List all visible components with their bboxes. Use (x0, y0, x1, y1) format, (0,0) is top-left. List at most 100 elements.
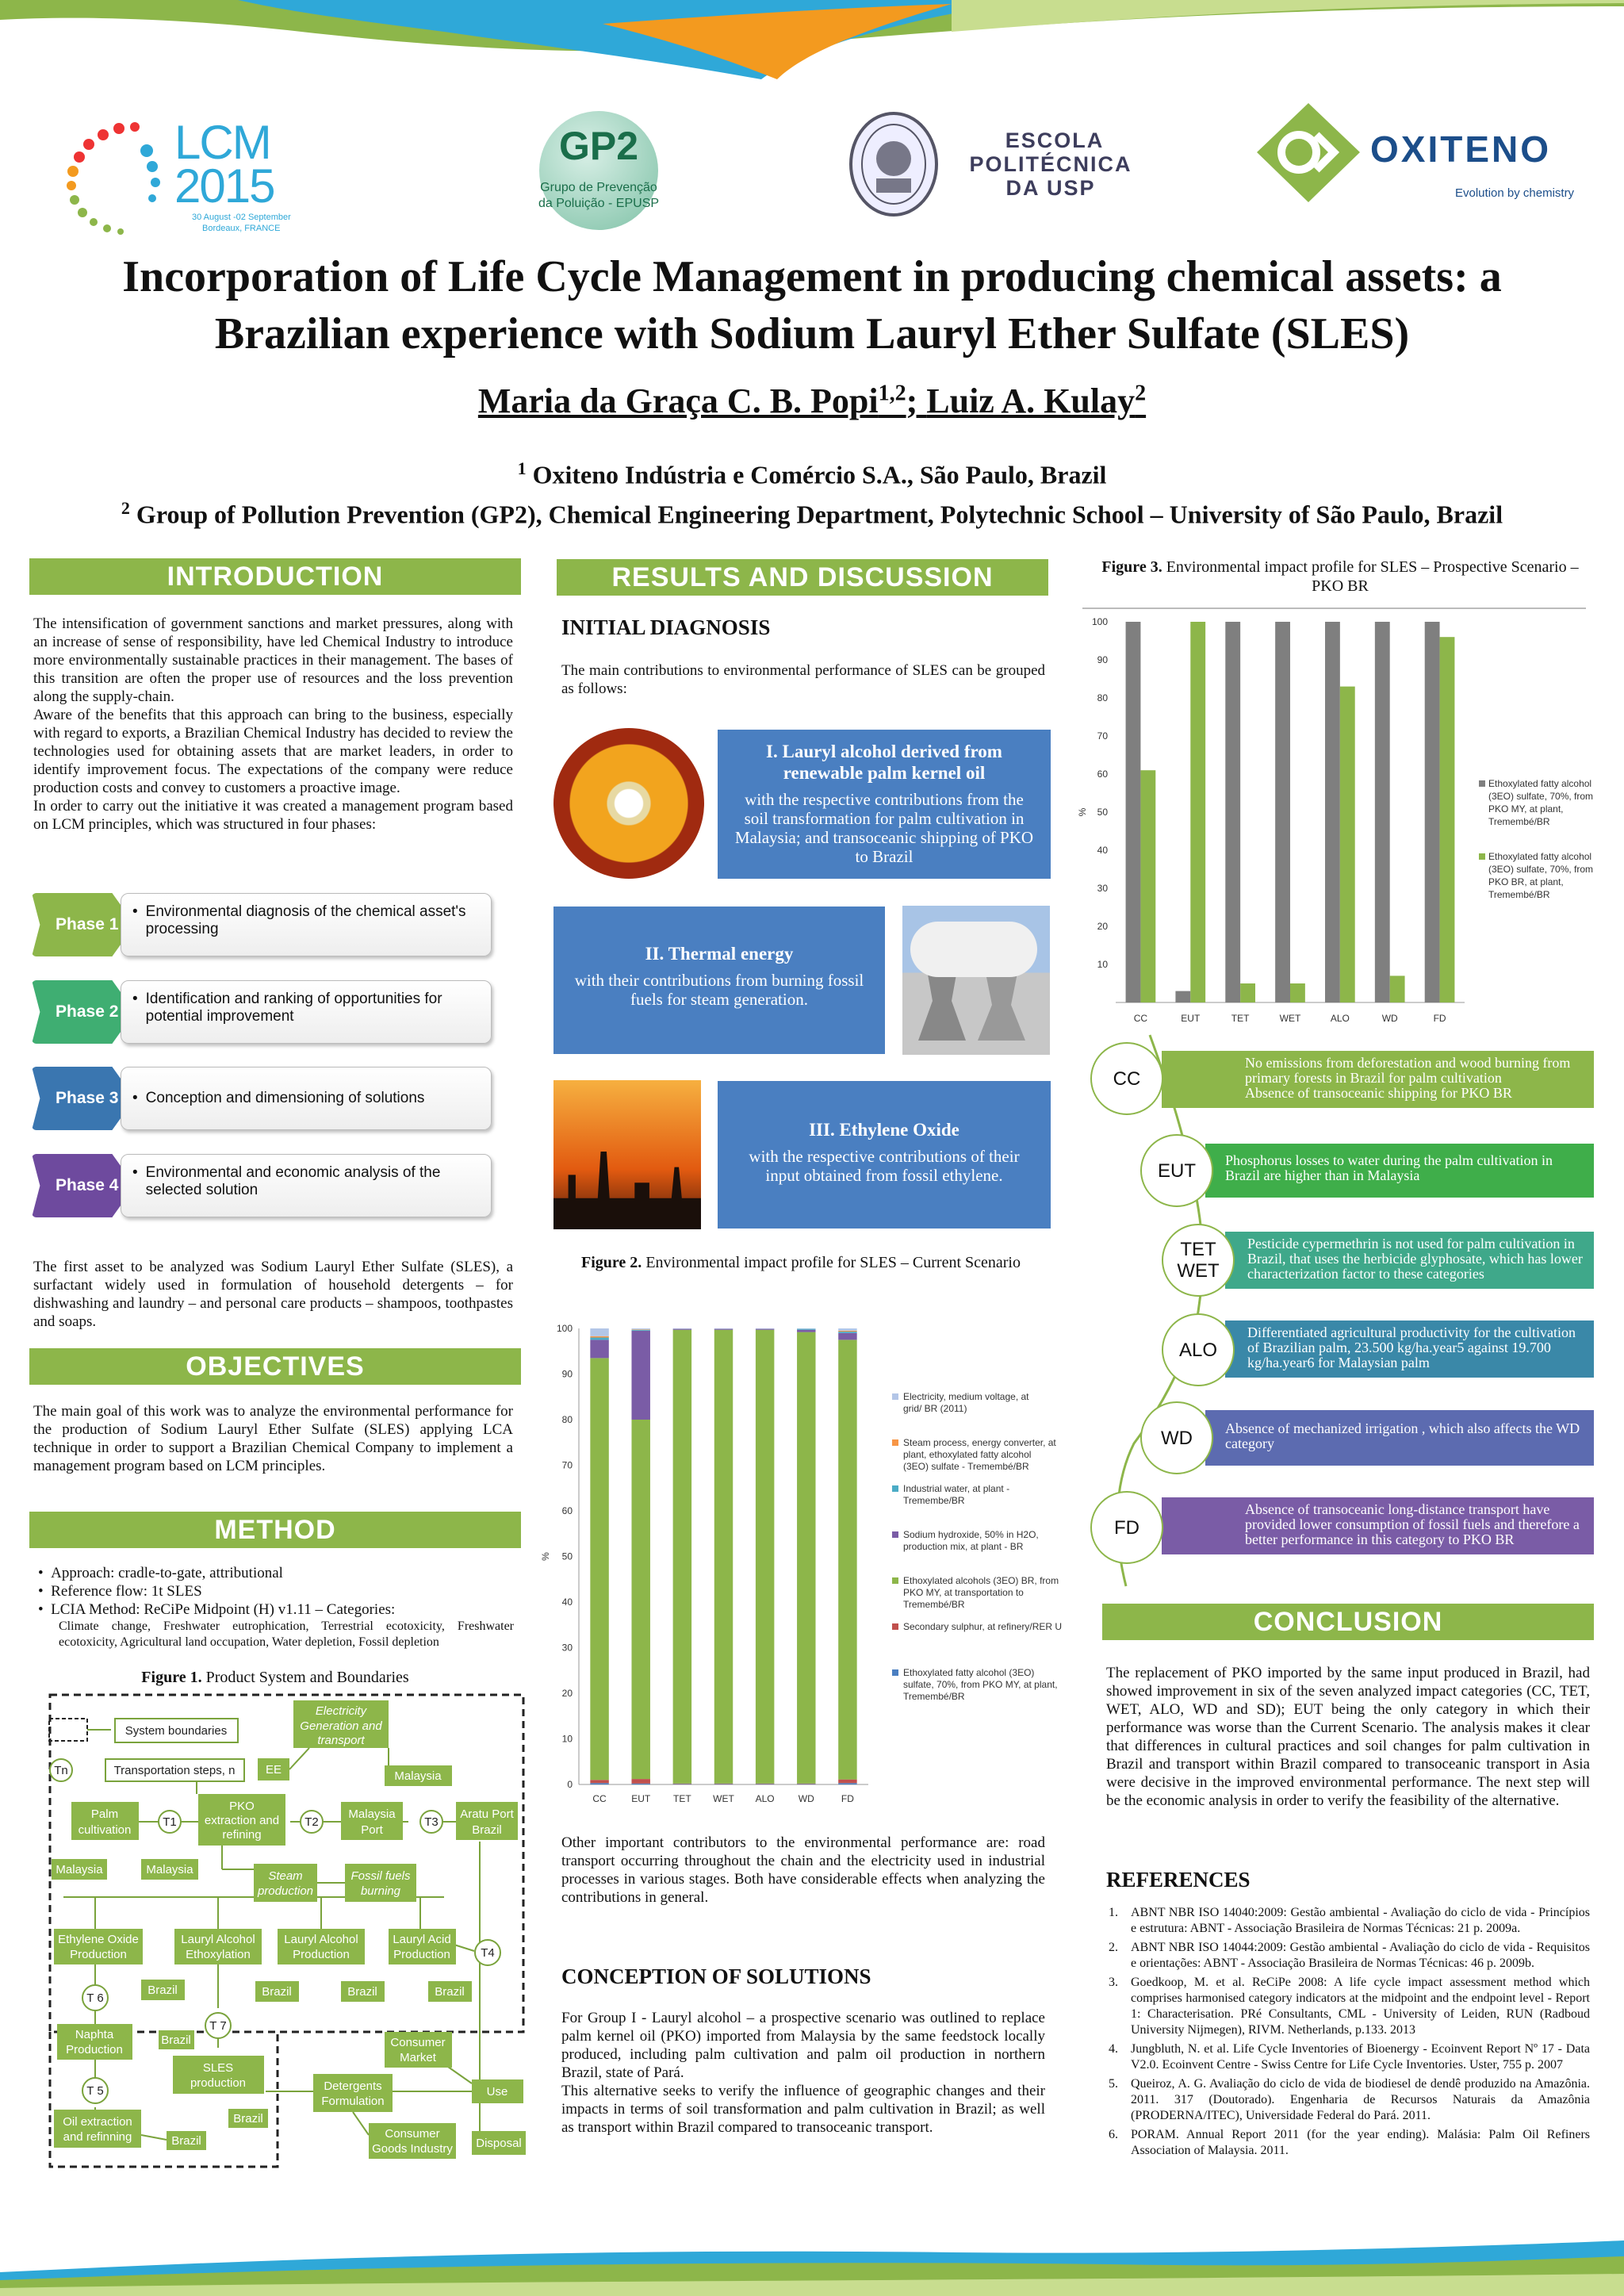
diagram-laa-2: Production (393, 1948, 450, 1961)
bar (1190, 622, 1206, 1002)
bar (1439, 637, 1455, 1002)
diagram-t7: T 7 (209, 2019, 226, 2033)
lcm-logo-text: LCM (174, 116, 272, 169)
impact-eut-circle: EUT (1140, 1134, 1213, 1207)
affiliation-2-sup: 2 (121, 497, 130, 518)
legend-label: Steam process, energy converter, at (903, 1437, 1056, 1448)
figure-2-title: Environmental impact profile for SLES – … (642, 1254, 1021, 1271)
results-after-figure-2: Other important contributors to the envi… (561, 1834, 1045, 1906)
figure-3-label: Figure 3. (1101, 558, 1162, 576)
impact-fd-box: Absence of transoceanic long-distance tr… (1162, 1497, 1594, 1554)
figure-1-title: Product System and Boundaries (201, 1669, 409, 1686)
y-tick-label: 20 (562, 1688, 573, 1699)
diagram-aratu-2: Brazil (472, 1823, 502, 1837)
conclusion-text: The replacement of PKO imported by the s… (1106, 1665, 1590, 1809)
y-tick-label: 20 (1097, 921, 1109, 932)
conception-text: For Group I - Lauryl alcohol – a prospec… (561, 2009, 1045, 2137)
bar (1339, 686, 1355, 1002)
diagram-t3: T3 (424, 1815, 439, 1829)
phase-2: Phase 2 •Identification and ranking of o… (32, 980, 492, 1044)
bar (1290, 983, 1305, 1002)
author-1-sup: 1,2 (878, 381, 906, 406)
bar-segment (590, 1336, 609, 1338)
poli-crest-icon (849, 112, 938, 217)
bar-segment (631, 1420, 650, 1780)
phase-1-text: Environmental diagnosis of the chemical … (145, 903, 466, 937)
x-tick-label: FD (1434, 1013, 1446, 1024)
legend-label: Tremembé/BR (1488, 889, 1550, 900)
figure-2-caption: Figure 2. Environmental impact profile f… (579, 1253, 1023, 1272)
impact-eut-line-1: Phosphorus losses to water during the pa… (1225, 1152, 1553, 1183)
legend-swatch (892, 1669, 898, 1676)
bar-segment (590, 1340, 609, 1359)
phase-4-card: •Environmental and economic analysis of … (121, 1154, 492, 1217)
diagram-brazil-3: Brazil (347, 1985, 377, 1999)
bar-segment (714, 1328, 733, 1330)
affiliation-2: 2 Group of Pollution Prevention (GP2), C… (0, 492, 1624, 531)
conception-p1: For Group I - Lauryl alcohol – a prospec… (561, 2010, 1045, 2081)
diagram-fossil-1: Fossil fuels (350, 1869, 411, 1883)
diagram-malaysia-1: Malaysia (394, 1769, 442, 1783)
phase-3-card: •Conception and dimensioning of solution… (121, 1067, 492, 1130)
legend-label: Ethoxylated alcohols (3EO) BR, from (903, 1575, 1059, 1586)
diagram-sles-2: production (190, 2076, 246, 2090)
y-tick-label: 50 (562, 1551, 573, 1562)
oxiteno-logo: OXITENO Evolution by chemistry (1253, 99, 1586, 206)
bar (1175, 991, 1191, 1002)
phase-1-tag: Phase 1 (32, 893, 135, 956)
bar-segment (590, 1783, 609, 1784)
diagram-pko-3: refining (222, 1828, 261, 1842)
impact-tet-box: Pesticide cypermethrin is not used for p… (1225, 1232, 1594, 1289)
legend-label: Tremembé/BR (903, 1599, 965, 1610)
affiliation-2-text: Group of Pollution Prevention (GP2), Che… (129, 500, 1503, 529)
phase-3-text: Conception and dimensioning of solutions (145, 1090, 425, 1106)
y-axis-title: % (540, 1552, 551, 1561)
bar-segment (838, 1783, 857, 1784)
diagram-consumer-goods-2: Goods Industry (372, 2142, 453, 2156)
x-tick-label: TET (673, 1793, 691, 1804)
y-tick-label: 10 (1097, 959, 1109, 970)
diagram-detergents-2: Formulation (321, 2095, 384, 2108)
gp2-logo-abbr: GP2 (558, 124, 639, 168)
diagram-palm-2: cultivation (79, 1823, 132, 1837)
lcm-dots-icon (67, 122, 160, 235)
legend-label: Ethoxylated fatty alcohol (3EO) (903, 1667, 1034, 1678)
conception-p2: This alternative seeks to verify the inf… (561, 2083, 1045, 2136)
bar (1125, 622, 1141, 1002)
poster-title-line2: Brazilian experience with Sodium Lauryl … (214, 309, 1410, 358)
phase-3-tag: Phase 3 (32, 1067, 135, 1130)
legend-label: grid/ BR (2011) (903, 1403, 967, 1414)
y-tick-label: 90 (1097, 654, 1109, 665)
introduction-text: The intensification of government sancti… (33, 615, 513, 834)
bar-segment (590, 1328, 609, 1336)
group-1-title: I. Lauryl alcohol derived from renewable… (766, 742, 1002, 783)
y-tick-label: 60 (1097, 769, 1109, 780)
reference-1: 1.ABNT NBR ISO 14040:2009: Gestão ambien… (1109, 1906, 1590, 1935)
reference-4: 4.Jungbluth, N. et al. Life Cycle Invent… (1109, 2042, 1590, 2072)
y-tick-label: 50 (1097, 807, 1109, 818)
diagram-malaysia-2: Malaysia (56, 1863, 103, 1876)
bar-segment (838, 1340, 857, 1780)
legend-swatch (892, 1623, 898, 1630)
diagram-electricity-1: Electricity (316, 1704, 368, 1718)
diagram-consumer-market-1: Consumer (390, 2036, 445, 2049)
bar-segment (672, 1328, 692, 1329)
diagram-oil-1: Oil extraction (63, 2115, 132, 2129)
legend-label: Tremembé/BR (903, 1691, 965, 1702)
phase-4: Phase 4 •Environmental and economic anal… (32, 1154, 492, 1217)
bar-segment (590, 1337, 609, 1340)
phase-1: Phase 1 •Environmental diagnosis of the … (32, 893, 492, 956)
diagram-brazil-2: Brazil (262, 1985, 292, 1999)
x-tick-label: TET (1231, 1013, 1250, 1024)
method-list: • Approach: cradle-to-gate, attributiona… (38, 1564, 514, 1650)
y-tick-label: 30 (562, 1642, 573, 1654)
bar-segment (672, 1328, 692, 1330)
conception-heading: CONCEPTION OF SOLUTIONS (561, 1964, 871, 1988)
group-2-title: II. Thermal energy (645, 944, 794, 964)
gp2-logo-line2: da Poluição - EPUSP (538, 197, 660, 210)
impact-fd-line-1: Absence of transoceanic long-distance tr… (1245, 1501, 1580, 1547)
legend-swatch (892, 1485, 898, 1492)
reference-3-text: Goedkoop, M. et al. ReCiPe 2008: A life … (1131, 1976, 1590, 2037)
poster-title-line1: Incorporation of Life Cycle Management i… (122, 252, 1502, 301)
